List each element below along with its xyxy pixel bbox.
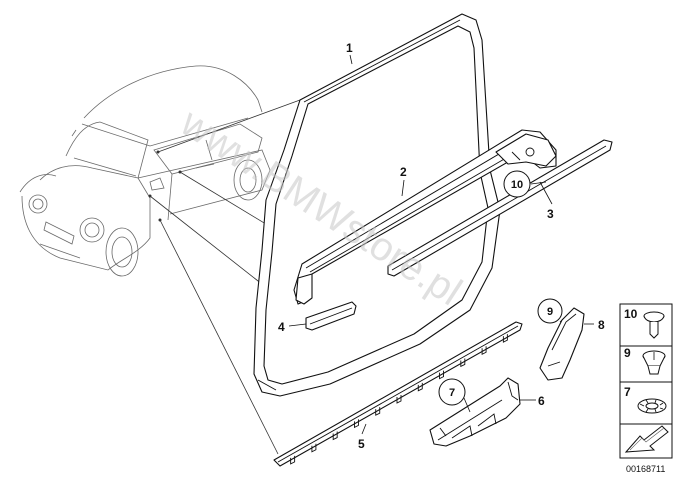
callout-2: 2 [400,165,407,179]
circled-callout-9-label: 9 [547,306,553,318]
circled-callout-10: 10 [503,170,531,198]
callout-5: 5 [358,437,365,451]
pillar-cover-part-8 [539,307,585,381]
trim-strip-part-4 [305,301,357,331]
callout-8: 8 [598,318,605,332]
callout-4: 4 [278,320,285,334]
callout-1: 1 [346,41,353,55]
sill-clip [439,370,444,380]
sill-clip [481,346,487,356]
leader-lines [288,54,594,435]
lock-washer-icon [637,398,667,414]
sill-clip [502,334,508,343]
circled-callout-7: 7 [438,378,466,406]
sill-clip [396,395,402,404]
car-illustration [19,65,271,277]
sill-clip [460,358,466,368]
push-rivet-icon [643,311,665,339]
fastener-legend: 10 9 7 [619,303,673,459]
window-channel-part-2 [293,129,557,305]
callout-6: 6 [538,394,545,408]
sill-clip [311,443,317,453]
sill-clip [290,455,296,465]
door-seal-part-1 [253,13,501,397]
legend-label-9: 9 [624,346,631,360]
expanding-clip-icon [642,350,666,375]
sill-strip-part-5 [273,321,523,467]
sill-bracket-part-6 [429,377,521,447]
outer-window-strip-part-3 [387,139,613,277]
circled-callout-9: 9 [537,298,563,324]
callout-3: 3 [547,207,554,221]
legend-label-10: 10 [624,307,638,321]
sill-clip [375,407,381,416]
sill-strip-clips [290,334,508,465]
circled-callout-10-label: 10 [511,179,523,191]
sill-clip [354,419,359,429]
circled-callout-7-label: 7 [449,387,455,399]
sill-clip [417,382,423,392]
sill-clip [332,431,338,441]
diagram-arrow-icon [624,425,669,453]
legend-label-7: 7 [624,385,631,399]
document-number: 00168711 [626,464,665,474]
